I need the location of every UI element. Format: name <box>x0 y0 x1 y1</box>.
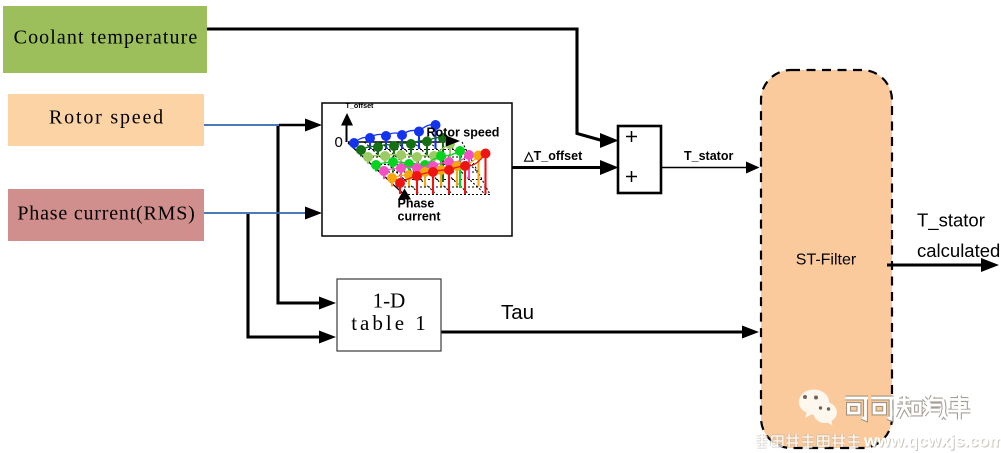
svg-text:Phase: Phase <box>398 197 435 211</box>
svg-text:calculated: calculated <box>917 240 1000 261</box>
svg-text:Phase current(RMS): Phase current(RMS) <box>17 203 195 225</box>
svg-text:T_stator: T_stator <box>684 149 733 163</box>
svg-text:www.qcwxjs.com: www.qcwxjs.com <box>864 433 1001 452</box>
svg-text:Rotor speed: Rotor speed <box>49 107 165 129</box>
svg-text:www.qcwxjs.com: www.qcwxjs.com <box>863 432 1001 451</box>
svg-text:Coolant temperature: Coolant temperature <box>14 27 199 49</box>
svg-text:1-D: 1-D <box>373 289 406 313</box>
svg-text:T_offset: T_offset <box>346 101 375 110</box>
svg-text:table 1: table 1 <box>351 311 429 335</box>
svg-text:△T_offset: △T_offset <box>523 149 583 163</box>
svg-text:current: current <box>398 210 442 224</box>
svg-text:ST-Filter: ST-Filter <box>796 252 857 269</box>
svg-text:Tau: Tau <box>501 301 534 324</box>
svg-text:T_stator: T_stator <box>917 210 985 232</box>
svg-text:0: 0 <box>335 134 343 151</box>
svg-text:Rotor speed: Rotor speed <box>427 126 500 140</box>
